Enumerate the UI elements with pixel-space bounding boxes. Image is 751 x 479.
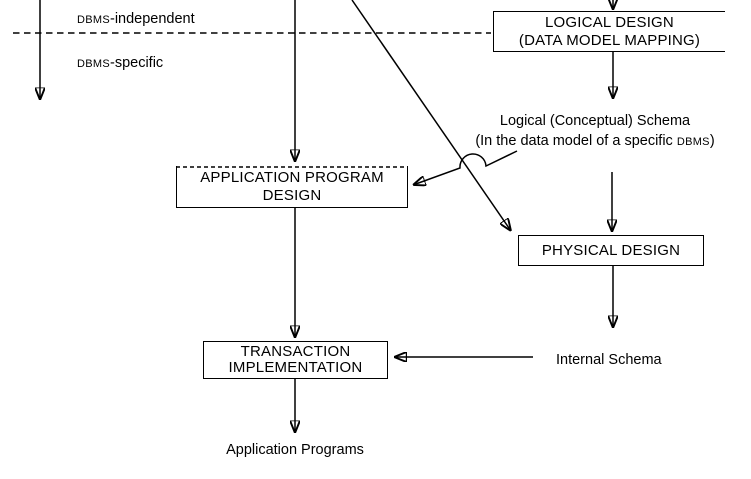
application-programs-label: Application Programs [226, 442, 364, 458]
physical-design-box: PHYSICAL DESIGN [518, 235, 704, 266]
dbms-acronym: DBMS [676, 136, 710, 148]
dbms-independent-label: DBMS-independent [77, 9, 195, 30]
dbms-acronym: DBMS [77, 58, 110, 70]
physical-design-label: PHYSICAL DESIGN [541, 241, 681, 259]
internal-schema-label: Internal Schema [556, 352, 662, 368]
application-program-design-line2: DESIGN [262, 186, 322, 204]
logical-design-line2: (DATA MODEL MAPPING) [518, 31, 701, 49]
dbms-specific-suffix: -specific [109, 55, 164, 71]
dbms-independent-suffix: -independent [109, 11, 195, 27]
application-program-design-line1: APPLICATION PROGRAM [200, 168, 384, 186]
logical-schema-label: Logical (Conceptual) Schema (In the data… [450, 111, 740, 152]
transaction-implementation-line1: TRANSACTION [240, 342, 351, 360]
dbms-acronym: DBMS [77, 14, 110, 26]
dbms-specific-label: DBMS-specific [77, 53, 163, 74]
logical-schema-line1: Logical (Conceptual) Schema [499, 113, 691, 129]
logical-design-box: LOGICAL DESIGN (DATA MODEL MAPPING) [493, 11, 725, 52]
transaction-implementation-box: TRANSACTION IMPLEMENTATION [203, 341, 388, 379]
application-program-design-box: APPLICATION PROGRAM DESIGN [176, 166, 408, 208]
transaction-implementation-line2: IMPLEMENTATION [228, 359, 363, 376]
logical-design-line1: LOGICAL DESIGN [545, 13, 674, 31]
diagonal-to-physical-design-arrow [351, 0, 511, 231]
schema-to-application-program-design-arrow [413, 150, 518, 185]
logical-schema-line2: (In the data model of a specific DBMS) [475, 133, 715, 149]
